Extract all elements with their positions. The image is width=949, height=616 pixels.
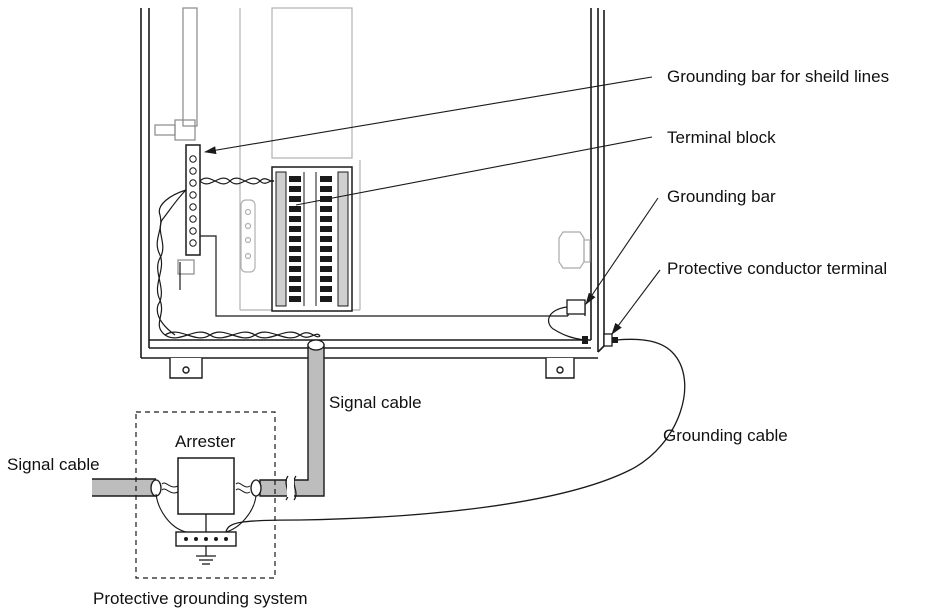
label-grounding-bar-shield: Grounding bar for sheild lines (667, 67, 890, 86)
leader-terminal-block (295, 136, 653, 206)
label-arrester: Arrester (175, 432, 236, 451)
label-grounding-bar: Grounding bar (667, 187, 776, 206)
background-panels (239, 7, 361, 311)
protective-conductor-terminal (603, 333, 618, 347)
leader-grounding-bar (585, 197, 659, 305)
ground-terminal-strip (155, 493, 257, 556)
grounding-bar (548, 299, 588, 344)
signal-cable-path (259, 339, 325, 501)
twisted-wires (156, 177, 568, 339)
leader-shield-bar (204, 76, 653, 155)
earth-ground-icon (196, 555, 216, 565)
protective-grounding-box (135, 411, 276, 579)
label-signal-cable-vertical: Signal cable (329, 393, 422, 412)
arrester-box (177, 457, 235, 515)
label-protective-conductor-terminal: Protective conductor terminal (667, 259, 888, 278)
label-signal-cable-left: Signal cable (7, 455, 100, 474)
label-terminal-block: Terminal block (667, 128, 776, 147)
label-protective-grounding-system: Protective grounding system (93, 589, 308, 608)
cabinet (140, 8, 605, 359)
vertical-rail (154, 7, 198, 275)
signal-cable-left (92, 478, 179, 497)
cabinet-feet (169, 358, 575, 379)
shield-grounding-bar (185, 144, 201, 256)
leader-lines (204, 76, 661, 335)
terminal-block (271, 166, 353, 312)
grounding-cable (225, 338, 686, 533)
door-latch (558, 231, 591, 269)
label-grounding-cable: Grounding cable (663, 426, 788, 445)
leader-protective-terminal (611, 269, 661, 335)
arrester-output-cable (235, 479, 262, 497)
